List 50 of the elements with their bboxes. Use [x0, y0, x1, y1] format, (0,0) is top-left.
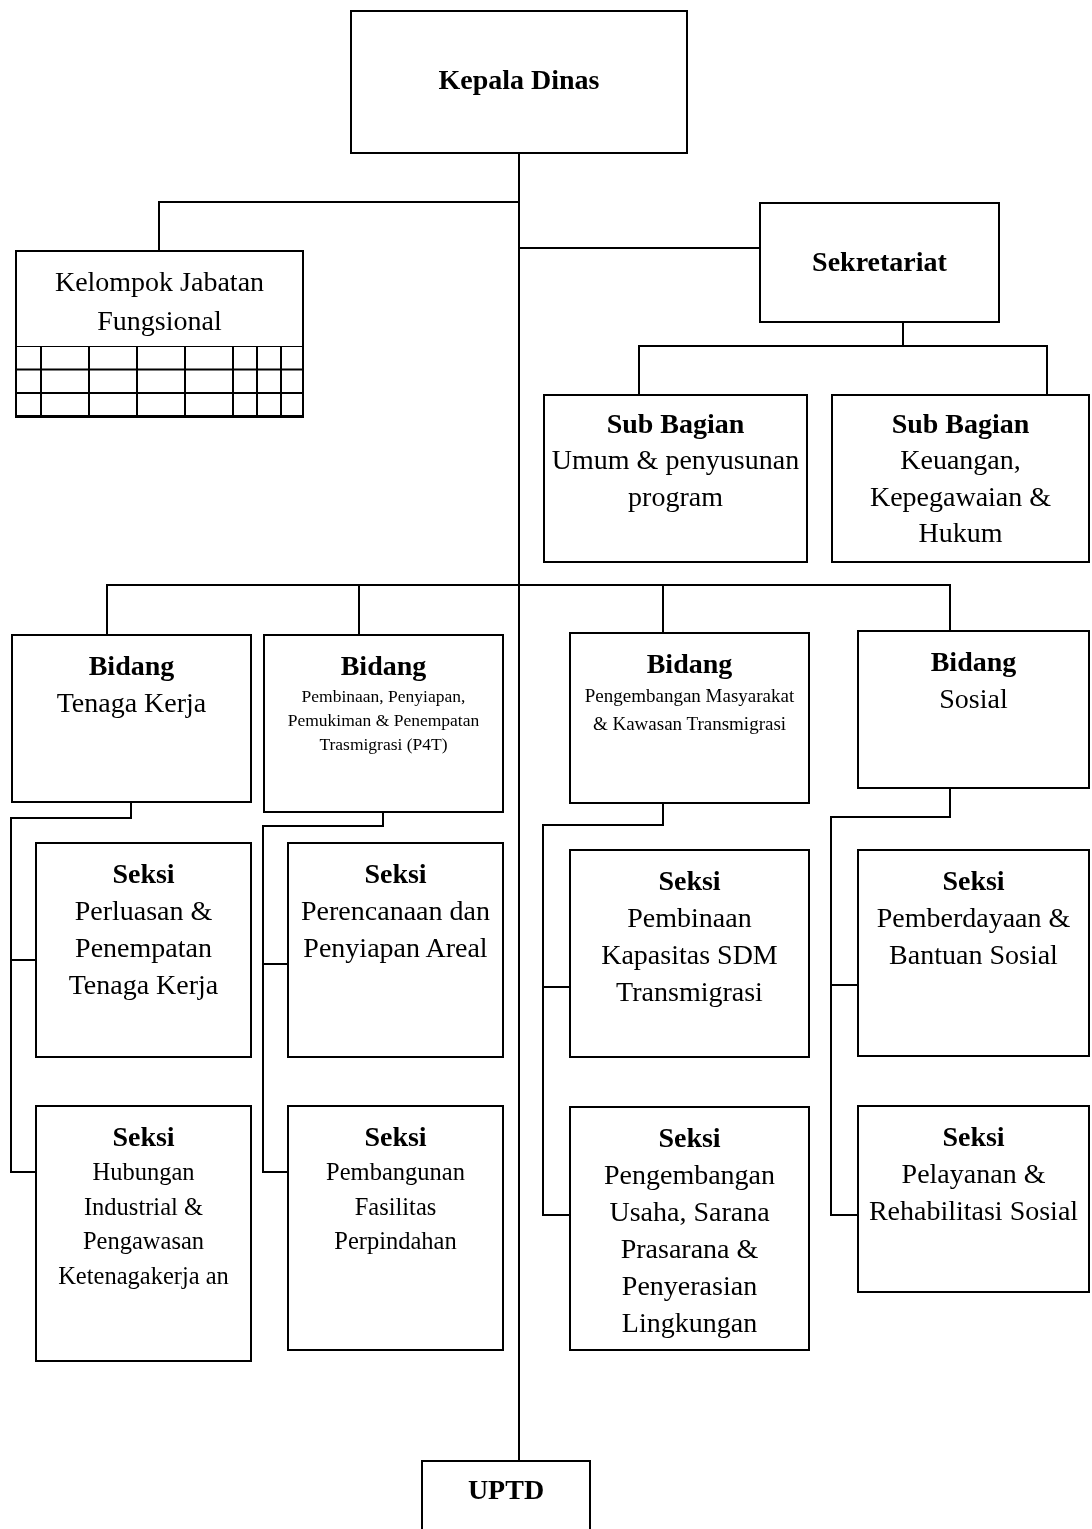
box-heading: Seksi: [111, 1120, 176, 1154]
box-text: Perluasan & Penempatan Tenaga Kerja: [67, 894, 220, 1002]
box-heading: Seksi: [657, 864, 722, 898]
org-box: [11, 634, 252, 803]
org-box: [759, 202, 1000, 323]
org-box: [35, 842, 252, 1058]
box-text: Sosial: [938, 682, 1009, 716]
org-box: [569, 849, 810, 1058]
box-text: Hubungan Industrial & Pengawasan Ketenagakerja an: [57, 1157, 230, 1291]
box-heading: Bidang: [645, 647, 734, 681]
org-box: [15, 250, 304, 418]
box-heading: Seksi: [941, 864, 1006, 898]
box-heading: Seksi: [941, 1120, 1006, 1154]
org-box: [857, 849, 1090, 1057]
box-text: Pembinaan Kapasitas SDM Transmigrasi: [600, 901, 779, 1009]
org-box: [857, 1105, 1090, 1293]
org-box: [287, 842, 504, 1058]
box-heading: Sub Bagian: [605, 407, 746, 441]
box-heading: Seksi: [111, 857, 176, 891]
org-box: [569, 632, 810, 804]
box-text: Pengembangan Usaha, Sarana Prasarana & Penyerasian Lingkungan: [602, 1158, 777, 1340]
box-heading: Sub Bagian: [890, 407, 1031, 441]
box-text: Kelompok Jabatan Fungsional: [53, 265, 266, 338]
org-box: [263, 634, 504, 813]
box-heading: Seksi: [363, 1120, 428, 1154]
box-text: Tenaga Kerja: [55, 686, 208, 720]
box-heading: Bidang: [87, 649, 176, 683]
org-box: [421, 1460, 591, 1529]
box-text: Pembinaan, Penyiapan, Pemukiman & Penempatan Trasmigrasi (P4T): [286, 685, 481, 756]
org-box: [287, 1105, 504, 1351]
org-box: [831, 394, 1090, 563]
box-text: Perencanaan dan Penyiapan Areal: [300, 894, 491, 965]
box-text: Kepala Dinas: [437, 63, 601, 97]
org-box: [35, 1105, 252, 1362]
box-text: Keuangan, Kepegawaian & Hukum: [868, 443, 1053, 550]
box-text: Pelayanan & Rehabilitasi Sosial: [867, 1157, 1080, 1228]
org-box: [543, 394, 808, 563]
box-text: Pembangunan Fasilitas Perpindahan: [325, 1157, 466, 1256]
box-heading: Seksi: [363, 857, 428, 891]
org-box: [350, 10, 688, 154]
box-heading: Bidang: [339, 649, 428, 683]
box-heading: Seksi: [657, 1121, 722, 1155]
box-text: Pengembangan Masyarakat & Kawasan Transmigrasi: [583, 684, 796, 736]
box-heading: Bidang: [929, 645, 1018, 679]
box-text: UPTD: [466, 1473, 546, 1507]
box-text: Sekretariat: [811, 245, 948, 279]
box-text: Pemberdayaan & Bantuan Sosial: [875, 901, 1072, 972]
org-box: [569, 1106, 810, 1351]
org-box: [857, 630, 1090, 789]
box-text: Umum & penyusunan program: [550, 443, 801, 514]
